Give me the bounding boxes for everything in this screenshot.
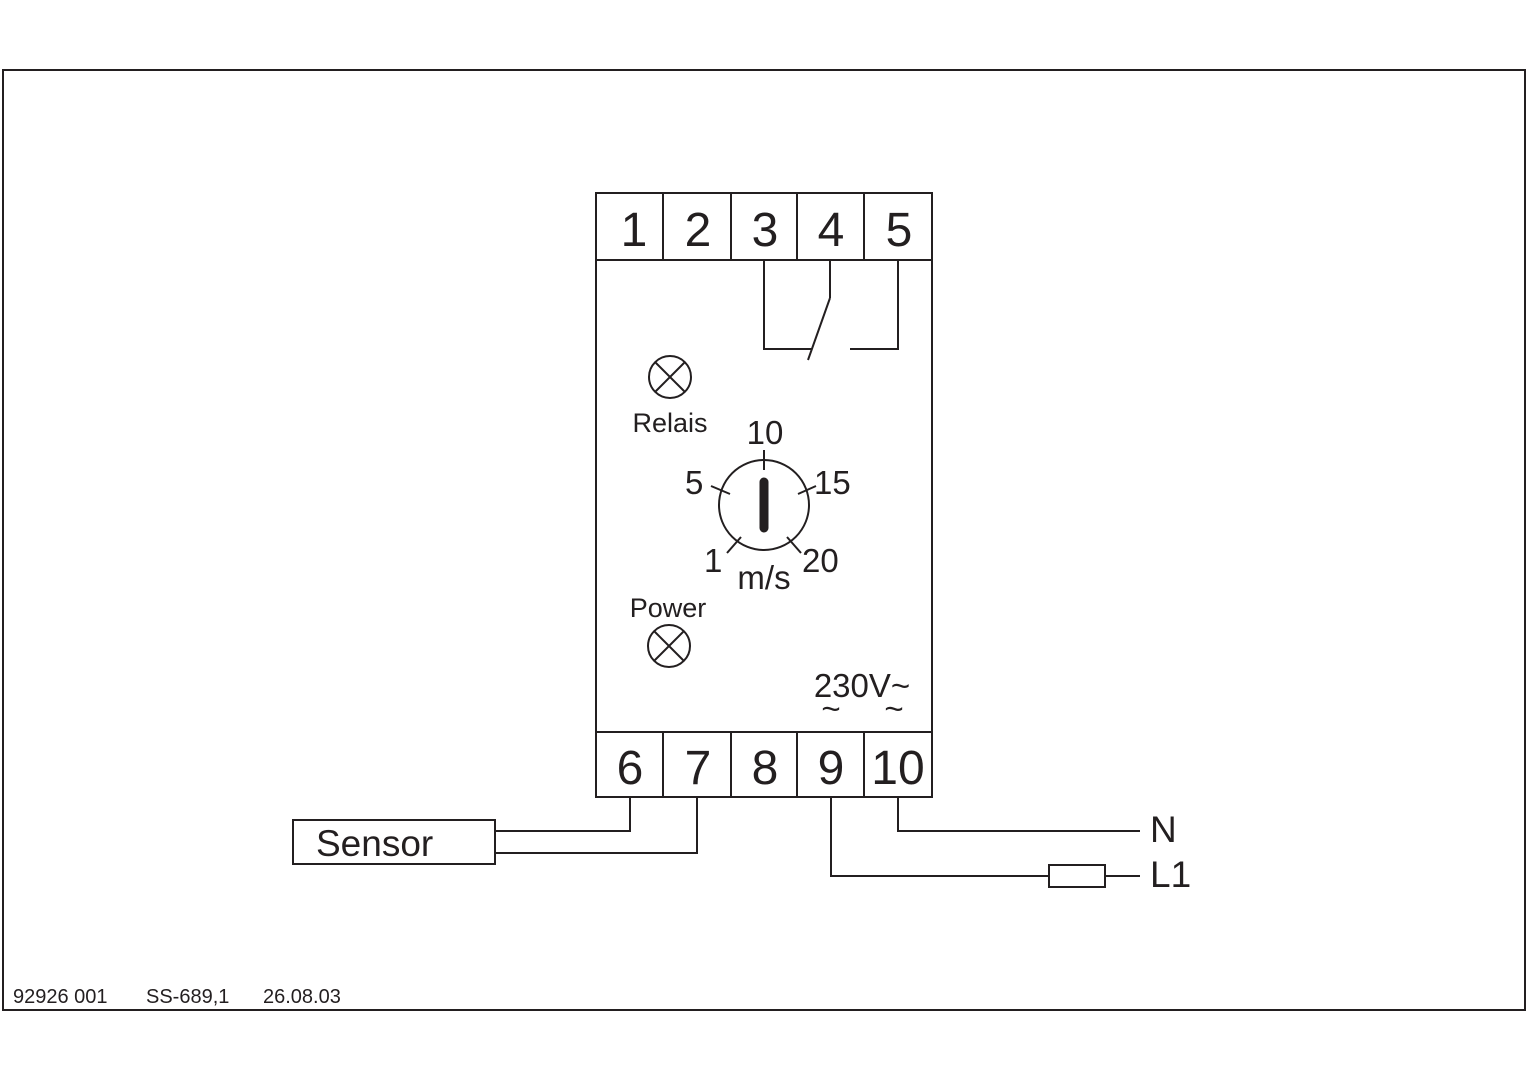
bottom-terminal-block: 6 7 8 9 10 — [596, 731, 932, 797]
footer-ref: SS-689,1 — [146, 986, 229, 1008]
relay-label: Relais — [632, 408, 707, 438]
terminal-3: 3 — [752, 204, 779, 257]
terminal-6: 6 — [617, 742, 644, 795]
dial-mark-10: 10 — [747, 414, 784, 451]
sensor-wire-6 — [495, 797, 631, 832]
phase-wire — [830, 797, 1140, 877]
dial-mark-20: 20 — [802, 542, 839, 579]
drawing-frame — [2, 69, 1526, 1011]
dial-mark-5: 5 — [685, 464, 703, 501]
terminal-4: 4 — [818, 204, 845, 257]
footer-date: 26.08.03 — [263, 986, 341, 1008]
terminal-2: 2 — [685, 204, 712, 257]
sensor-label: Sensor — [316, 823, 433, 864]
supply-tilde-10: ~ — [884, 690, 903, 727]
power-label: Power — [630, 593, 707, 623]
speed-dial: 10 5 15 1 20 m/s — [685, 414, 851, 596]
terminal-8: 8 — [752, 742, 779, 795]
neutral-label: N — [1150, 809, 1177, 850]
sensor-wire-7 — [495, 797, 698, 854]
terminal-5: 5 — [886, 204, 913, 257]
supply-voltage: 230V~ — [814, 667, 910, 704]
phase-label: L1 — [1150, 854, 1191, 895]
terminal-9: 9 — [818, 742, 845, 795]
footer-doc-number: 92926 001 — [13, 986, 108, 1008]
relay-lamp-icon — [648, 355, 692, 399]
supply-tilde-9: ~ — [821, 690, 840, 727]
relay-contact — [763, 260, 899, 361]
sensor-box — [292, 819, 496, 865]
power-lamp-icon — [647, 624, 691, 668]
fuse-icon — [1048, 864, 1106, 888]
dial-mark-15: 15 — [814, 464, 851, 501]
neutral-wire — [897, 797, 1140, 832]
terminal-1: 1 — [621, 204, 648, 257]
terminal-10: 10 — [871, 742, 924, 795]
dial-mark-1: 1 — [704, 542, 722, 579]
dial-unit: m/s — [737, 559, 790, 596]
top-terminal-block: 1 2 3 4 5 — [596, 193, 932, 261]
terminal-7: 7 — [685, 742, 712, 795]
